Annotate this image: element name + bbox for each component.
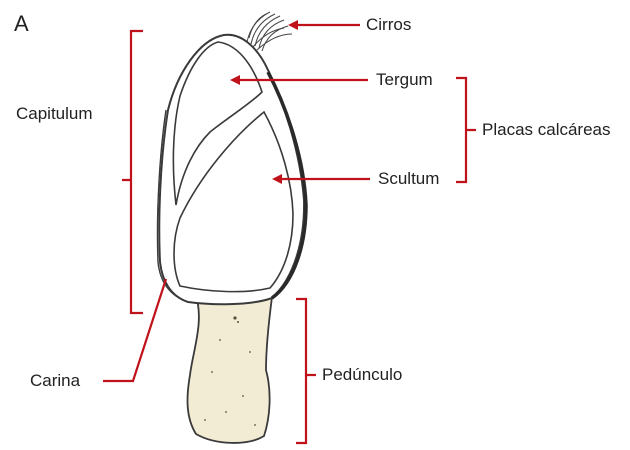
label-carina: Carina [30, 371, 80, 391]
label-peduncle: Pedúnculo [322, 365, 402, 385]
cirri-strands [247, 12, 292, 51]
label-scultum: Scultum [378, 169, 439, 189]
peduncle-shape [188, 290, 272, 443]
label-cirros: Cirros [366, 15, 411, 35]
label-capitulum: Capitulum [16, 104, 93, 124]
peduncle-bracket [296, 299, 316, 443]
placas-bracket [456, 78, 476, 182]
label-tergum: Tergum [376, 70, 433, 90]
capitulum-bracket [122, 31, 143, 313]
label-placas-calcareas: Placas calcáreas [482, 120, 611, 140]
panel-letter: A [14, 14, 29, 34]
